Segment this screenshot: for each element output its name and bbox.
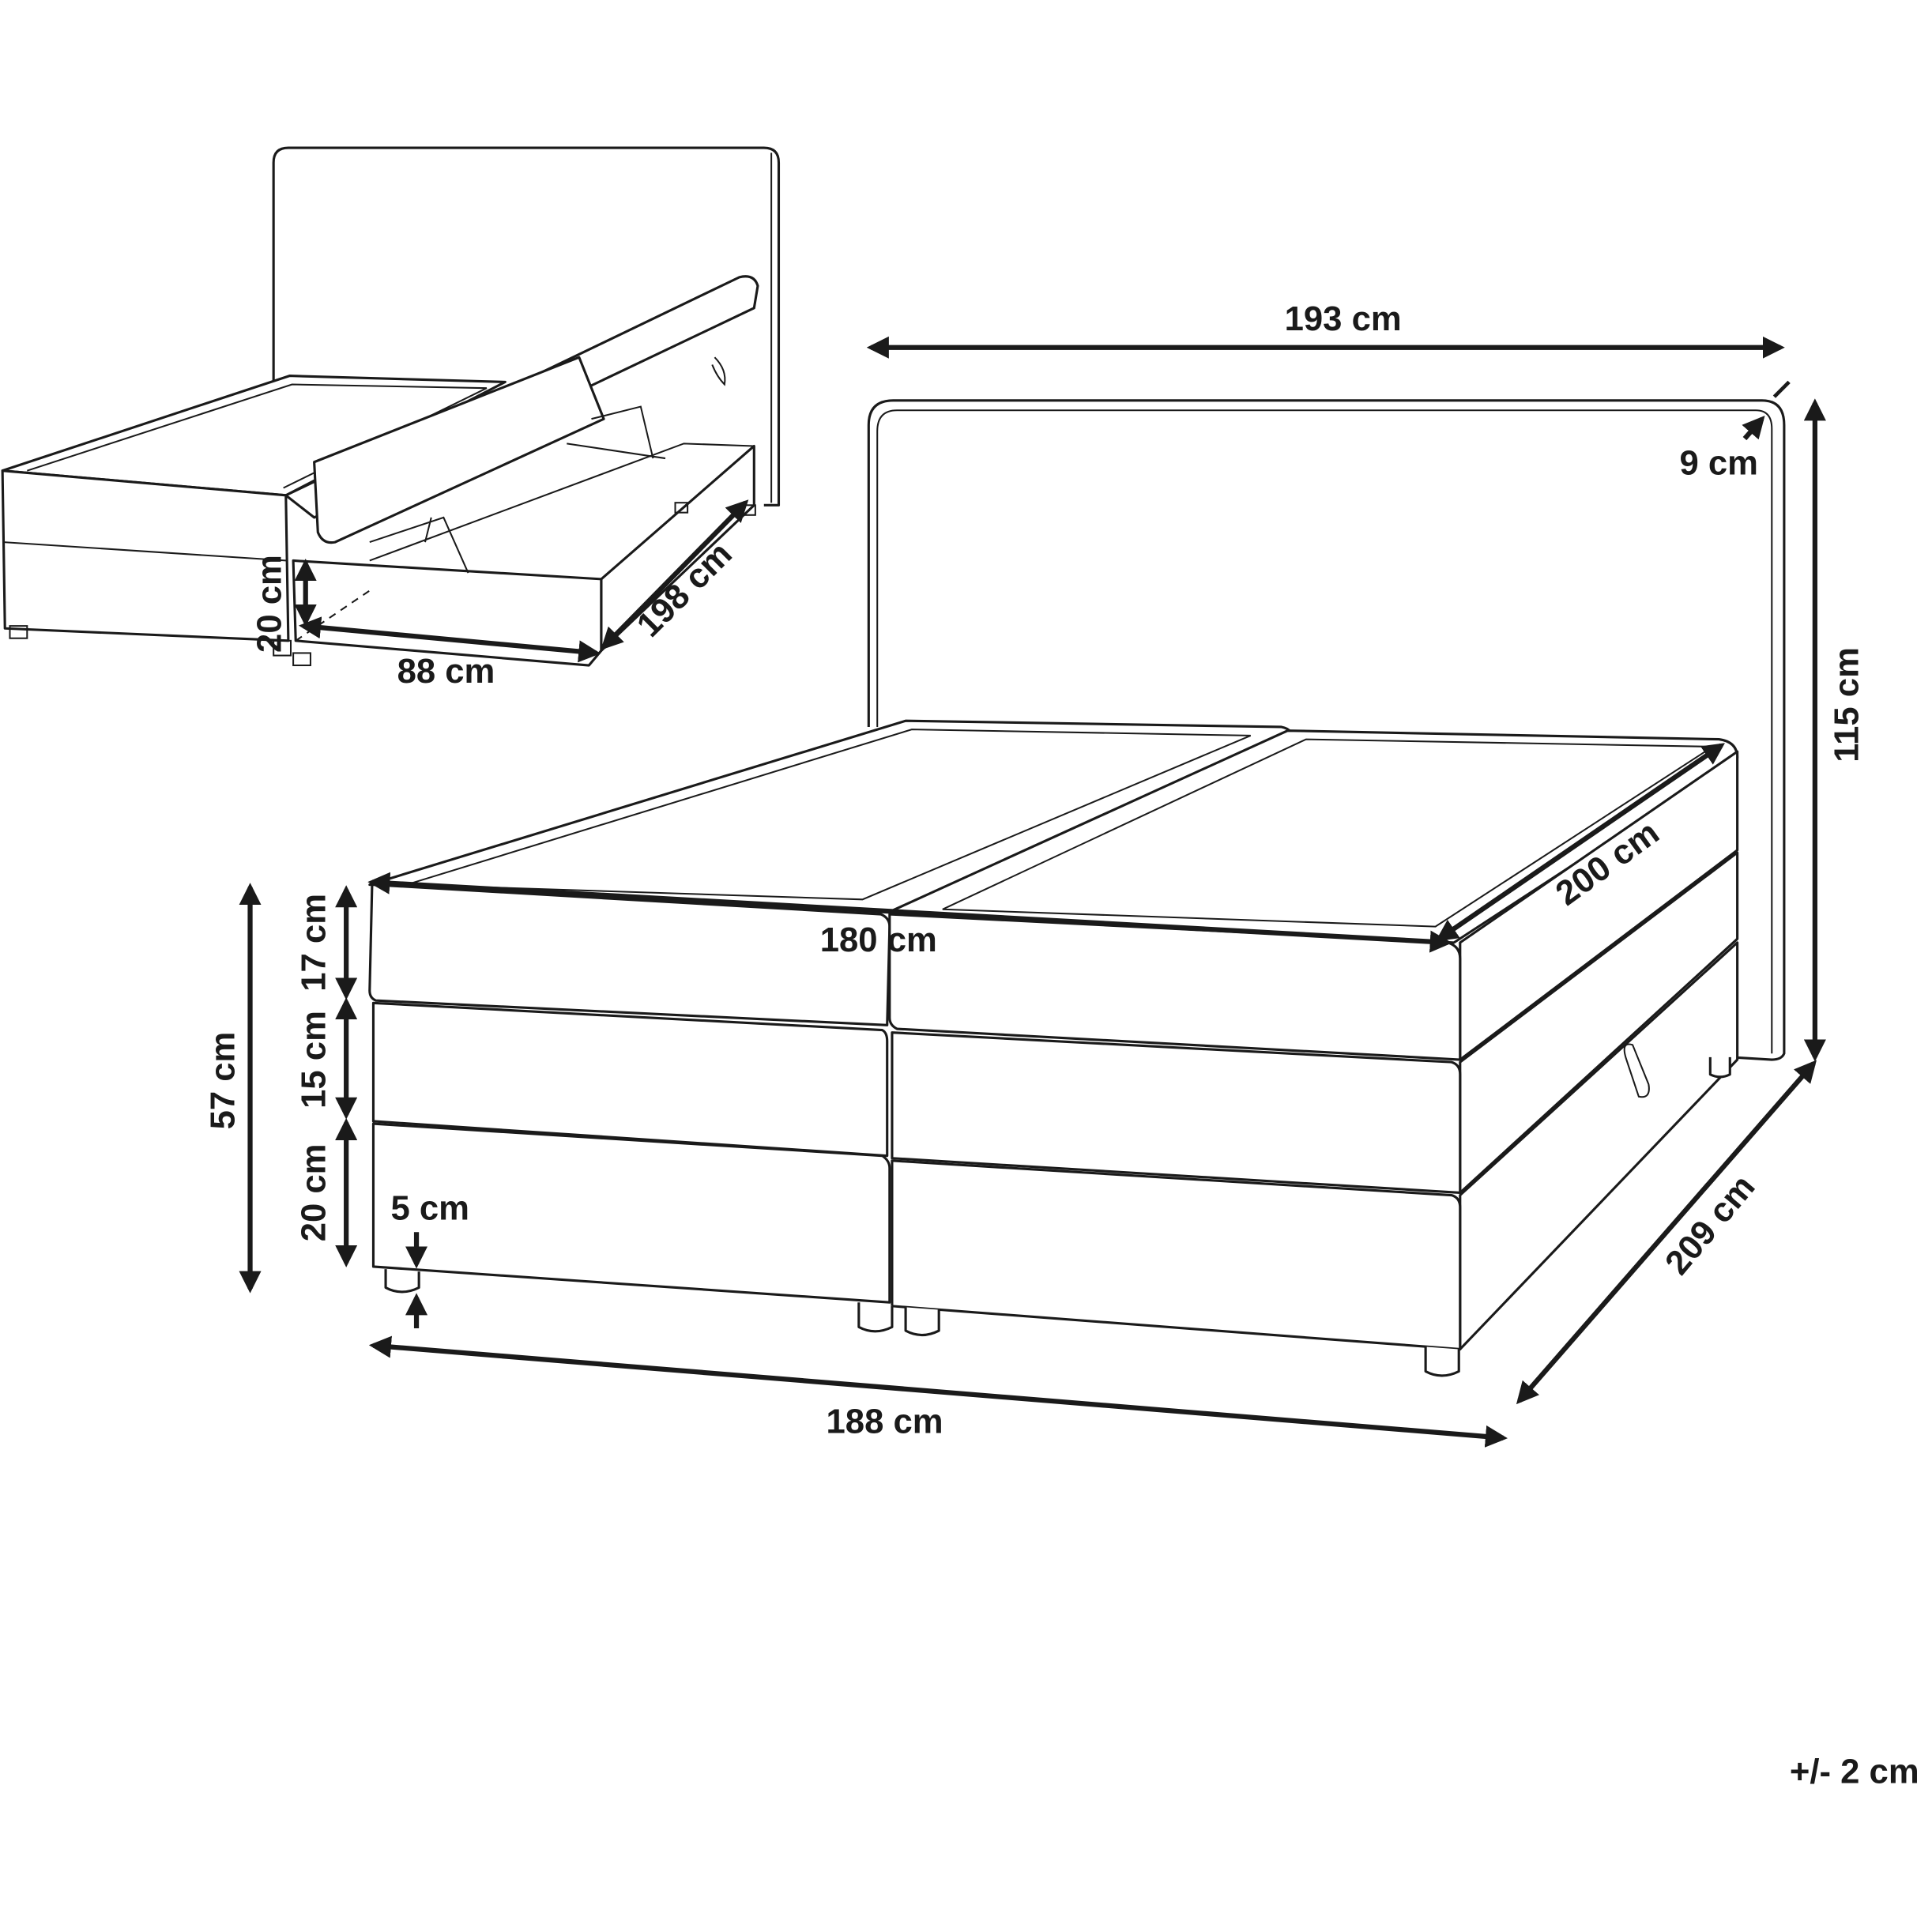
leg	[1424, 1346, 1460, 1377]
label-115: 115 cm	[1827, 647, 1866, 763]
dim-209	[1516, 1060, 1817, 1405]
dim-180	[367, 872, 1452, 953]
small-left-front	[1, 469, 290, 642]
dimension-lines	[239, 336, 1826, 1448]
label-5: 5 cm	[390, 1189, 469, 1228]
label-15: 15 cm	[295, 1011, 333, 1109]
dim-198	[601, 499, 749, 650]
left-base-front	[371, 1122, 891, 1304]
right-mattress-front	[891, 1031, 1462, 1194]
leg	[1708, 1056, 1731, 1079]
dim-88	[299, 616, 601, 663]
dim-200	[1435, 743, 1725, 942]
dim-9	[1742, 415, 1765, 441]
label-9: 9 cm	[1679, 443, 1758, 482]
leg	[857, 1302, 894, 1333]
left-mattress-front	[371, 1001, 889, 1158]
label-20-storage: 20 cm	[250, 555, 289, 653]
label-17: 17 cm	[295, 894, 333, 992]
tolerance-note: +/- 2 cm	[1790, 1752, 1919, 1791]
label-57: 57 cm	[203, 1032, 242, 1130]
leg	[904, 1307, 940, 1337]
label-88: 88 cm	[397, 652, 495, 691]
label-20: 20 cm	[295, 1144, 333, 1242]
label-188: 188 cm	[827, 1402, 943, 1441]
leg	[384, 1269, 420, 1294]
right-base-front	[891, 1159, 1462, 1351]
label-193: 193 cm	[1285, 299, 1402, 338]
dim-188	[368, 1335, 1508, 1448]
label-180: 180 cm	[820, 921, 937, 959]
